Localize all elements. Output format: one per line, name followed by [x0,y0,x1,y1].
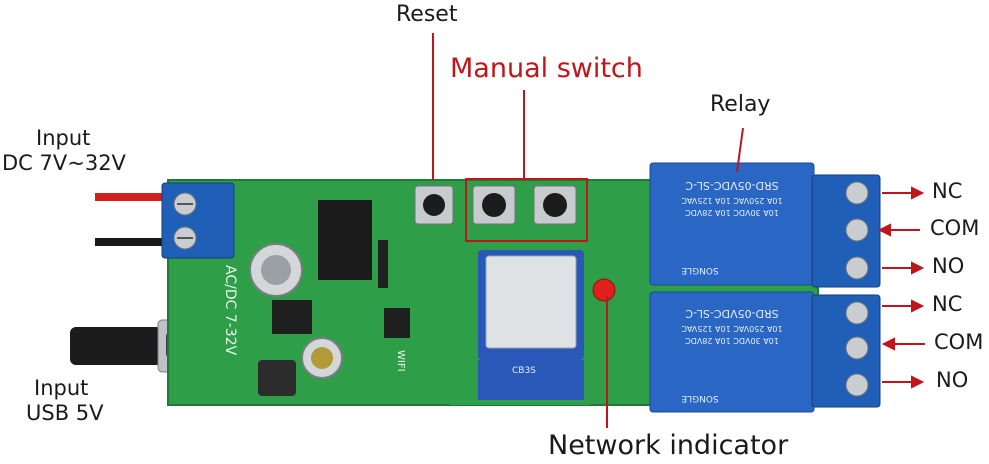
com-top-label: COM [930,216,980,240]
manual-switch-1-cap [482,193,506,217]
relay-top-rating-1: 10A 250VAC 10A 125VAC [681,196,783,205]
no-top-arrow-head [911,261,925,275]
com-bottom-label: COM [934,330,984,354]
screw-no-bottom [845,373,869,397]
dc-terminal-housing [161,182,235,259]
header-pins [378,240,388,288]
manual-switch-2-cap [543,193,567,217]
relay-bottom-brand: SONGLE [681,393,719,403]
screw-nc-bottom [845,301,869,325]
nc-bottom-label: NC [932,292,963,316]
no-top-label: NO [932,254,965,278]
network-indicator-led [592,278,616,302]
black-wire [95,238,165,246]
com-bottom-arrow-head [881,337,895,351]
relay-top-rating-2: 10A 30VDC 10A 28VDC [685,208,779,217]
power-components [249,200,410,396]
relay-bottom-rating-1: 10A 250VAC 10A 125VAC [681,324,783,333]
wifi-module-shield [485,255,577,349]
relay-top-model: SRD-05VDC-SL-C [685,179,779,192]
screw-nc-top [845,181,869,205]
relay-bottom-rating-2: 10A 30VDC 10A 28VDC [685,336,779,345]
dc-input-wires [95,193,165,246]
power-inductor [258,360,296,396]
screw-no-top [845,256,869,280]
relay-label: Relay [710,92,771,117]
reset-button-cap [423,194,445,216]
red-wire [95,193,165,201]
capacitor-small-top [311,347,333,369]
input-usb-label-line1: Input [34,376,89,400]
capacitor-top [261,255,291,285]
network-indicator-label: Network indicator [548,430,789,461]
com-top-arrow-head [877,223,891,237]
relay-bottom-model: SRD-05VDC-SL-C [685,307,779,320]
screw-com-top [845,218,869,242]
wifi-module: CB3S [478,250,584,400]
manual-switch-label: Manual switch [450,53,643,84]
usb-cable-body [70,327,162,365]
wifi-module-antenna [478,360,584,400]
input-usb-label-line2: USB 5V [26,401,104,425]
no-bottom-arrow-head [911,375,925,389]
module-name-text: CB3S [512,366,536,376]
buttons-group [414,185,577,225]
manual-switch-highlight-box [465,178,588,242]
silk-acdc-text: AC/DC 7-32V [222,265,238,356]
nc-top-label: NC [932,179,963,203]
regulator-ic [272,300,312,334]
nc-bottom-arrow-head [911,299,925,313]
nc-top-arrow-head [911,186,925,200]
relay-top-brand: SONGLE [681,265,719,275]
output-terminal-top [811,174,881,288]
input-dc-label-line2: DC 7V~32V [2,151,126,175]
transistor-chip [384,308,410,338]
coil-inductor [318,200,372,280]
screw-com-bottom [845,336,869,360]
output-terminal-bottom [811,294,881,408]
relay-callout-line [736,127,744,173]
input-dc-label-line1: Input [36,126,91,150]
callouts [432,33,925,428]
silk-wifi-text: WIFI [395,350,406,372]
no-bottom-label: NO [936,368,969,392]
dc-terminal-block [161,182,235,259]
relay-bottom: SRD-05VDC-SL-C 10A 250VAC 10A 125VAC 10A… [649,291,815,413]
relay-top: SRD-05VDC-SL-C 10A 250VAC 10A 125VAC 10A… [649,162,815,286]
reset-label: Reset [396,2,458,27]
